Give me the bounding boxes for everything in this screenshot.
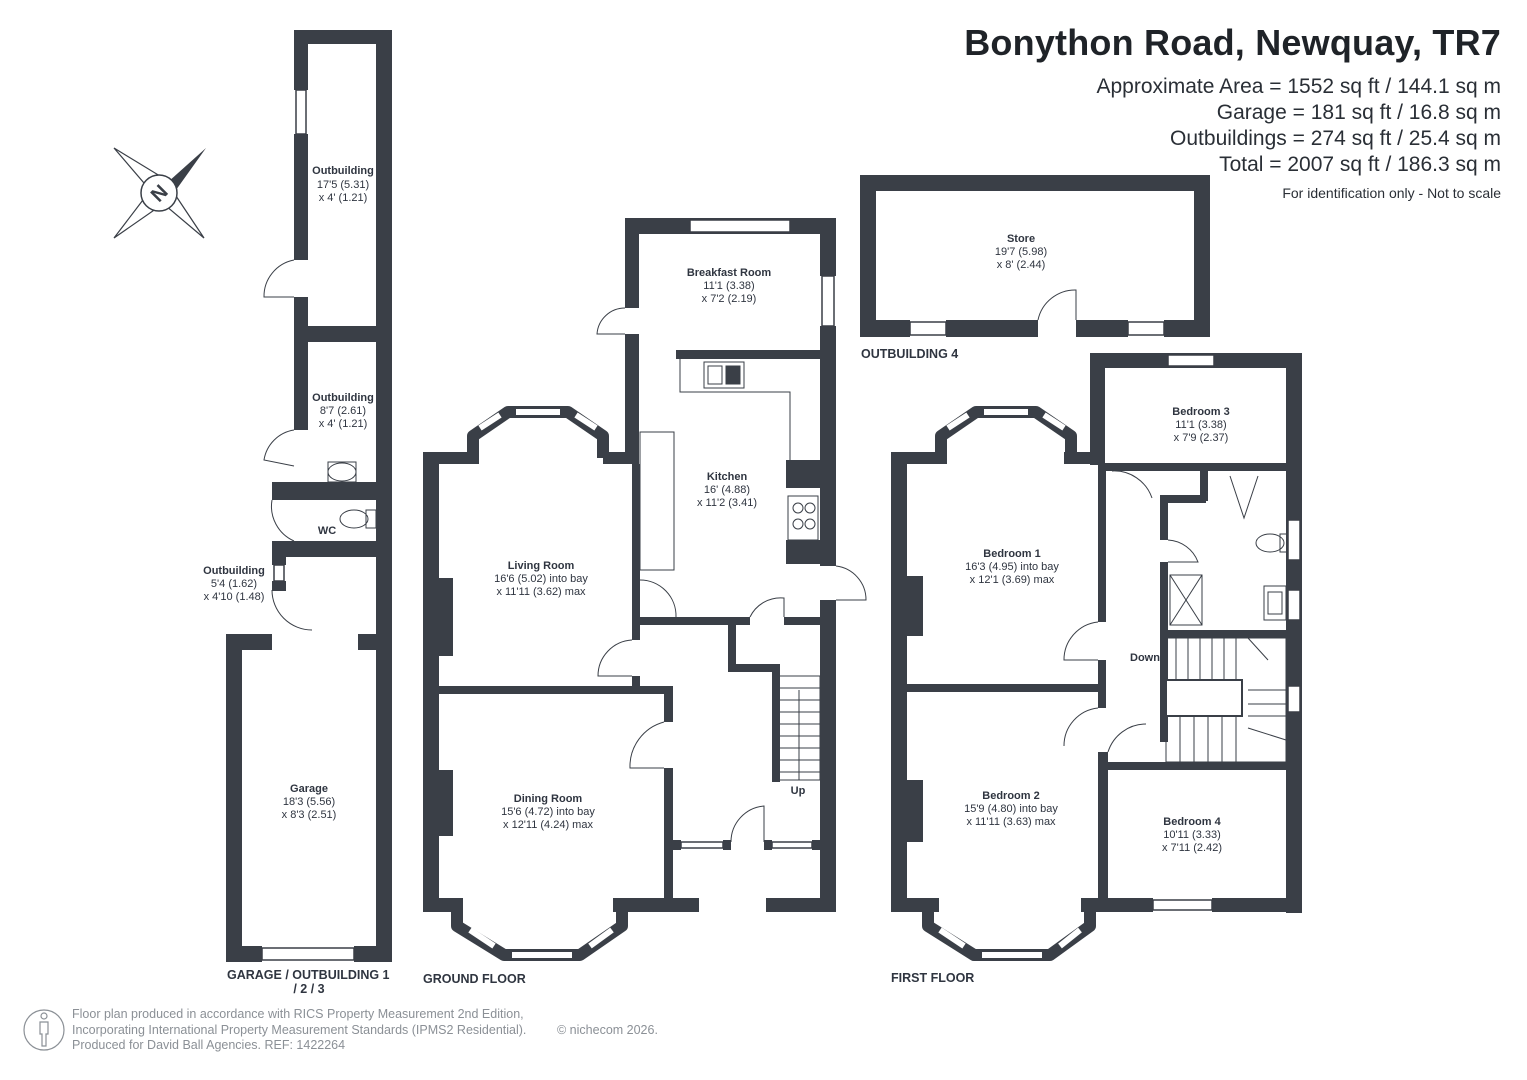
- room-dim2-outbuilding-b: x 4' (1.21): [319, 418, 368, 430]
- room-dim2-kitchen: x 11'2 (3.41): [697, 497, 757, 509]
- room-dim2-dining: x 12'11 (4.24) max: [503, 819, 593, 831]
- floor-label-garage: GARAGE / OUTBUILDING 1: [227, 968, 390, 982]
- room-name-dining: Dining Room: [514, 793, 583, 805]
- property-title: Bonython Road, Newquay, TR7: [964, 22, 1501, 63]
- room-name-outbuilding-c: Outbuilding: [203, 565, 265, 577]
- walls: [226, 30, 1302, 962]
- door-swings: [263, 259, 1259, 843]
- floor-label-first: FIRST FLOOR: [891, 971, 974, 985]
- room-dim1-outbuilding-b: 8'7 (2.61): [320, 405, 366, 417]
- total-area: Total = 2007 sq ft / 186.3 sq m: [1219, 153, 1501, 176]
- room-dim1-dining: 15'6 (4.72) into bay: [501, 806, 595, 818]
- room-name-bed3: Bedroom 3: [1172, 406, 1229, 418]
- room-dim1-breakfast: 11'1 (3.38): [703, 280, 754, 292]
- footer-line: Produced for David Ball Agencies. REF: 1…: [72, 1038, 346, 1052]
- room-name-kitchen: Kitchen: [707, 471, 748, 483]
- room-dim1-outbuilding-a: 17'5 (5.31): [317, 179, 369, 191]
- room-dim1-store: 19'7 (5.98): [995, 246, 1047, 258]
- room-dim2-bed1: x 12'1 (3.69) max: [970, 574, 1055, 586]
- room-dim2-bed4: x 7'11 (2.42): [1162, 842, 1222, 854]
- compass: N: [113, 147, 206, 239]
- bay-glazing: [468, 409, 1082, 958]
- room-dim2-breakfast: x 7'2 (2.19): [702, 293, 757, 305]
- room-name-bed1: Bedroom 1: [983, 548, 1040, 560]
- stair-label-down: Down: [1130, 652, 1160, 664]
- room-name-outbuilding-b: Outbuilding: [312, 392, 374, 404]
- room-dim1-outbuilding-c: 5'4 (1.62): [211, 578, 257, 590]
- room-dim2-garage: x 8'3 (2.51): [282, 809, 337, 821]
- windows: [261, 89, 1301, 961]
- room-dim1-garage: 18'3 (5.56): [283, 796, 335, 808]
- approximate-area: Approximate Area = 1552 sq ft / 144.1 sq…: [1096, 75, 1502, 98]
- room-dim1-bed3: 11'1 (3.38): [1175, 419, 1226, 431]
- room-dim2-outbuilding-a: x 4' (1.21): [319, 192, 368, 204]
- room-dim2-outbuilding-c: x 4'10 (1.48): [204, 591, 265, 603]
- fixtures: [327, 359, 1289, 626]
- floor-label-outbuilding4: OUTBUILDING 4: [861, 347, 958, 361]
- room-name-bed4: Bedroom 4: [1163, 816, 1221, 828]
- room-dim1-bed4: 10'11 (3.33): [1163, 829, 1221, 841]
- room-labels: Outbuilding 17'5 (5.31) x 4' (1.21) Outb…: [203, 165, 1230, 854]
- room-name-wc: WC: [318, 525, 336, 537]
- room-dim2-living: x 11'11 (3.62) max: [496, 586, 586, 598]
- stair-label-up: Up: [791, 785, 806, 797]
- room-name-outbuilding-a: Outbuilding: [312, 165, 374, 177]
- room-dim1-kitchen: 16' (4.88): [704, 484, 750, 496]
- footer-line: Incorporating International Property Mea…: [72, 1022, 527, 1037]
- room-dim1-bed2: 15'9 (4.80) into bay: [964, 803, 1058, 815]
- person-icon: [23, 1009, 65, 1051]
- room-dim1-living: 16'6 (5.02) into bay: [494, 573, 588, 585]
- room-name-breakfast: Breakfast Room: [687, 267, 772, 279]
- stairs: [777, 637, 1287, 781]
- copyright: © nichecom 2026.: [557, 1023, 658, 1037]
- room-name-garage: Garage: [290, 783, 328, 795]
- garage-area: Garage = 181 sq ft / 16.8 sq m: [1216, 101, 1501, 124]
- outbuildings-area: Outbuildings = 274 sq ft / 25.4 sq m: [1170, 127, 1501, 150]
- scale-note: For identification only - Not to scale: [1282, 185, 1501, 201]
- footer-notes: Floor plan produced in accordance with R…: [72, 1007, 526, 1054]
- room-dim2-store: x 8' (2.44): [997, 259, 1046, 271]
- floor-label-ground: GROUND FLOOR: [423, 972, 526, 986]
- room-dim2-bed2: x 11'11 (3.63) max: [966, 816, 1056, 828]
- room-dim2-bed3: x 7'9 (2.37): [1174, 432, 1229, 444]
- floor-label-garage-line2: / 2 / 3: [293, 982, 324, 996]
- floor-labels: GARAGE / OUTBUILDING 1 / 2 / 3 GROUND FL…: [227, 347, 974, 996]
- footer-line: Floor plan produced in accordance with R…: [72, 1007, 524, 1021]
- room-name-living: Living Room: [508, 560, 575, 572]
- room-name-store: Store: [1007, 233, 1035, 245]
- room-name-bed2: Bedroom 2: [982, 790, 1039, 802]
- room-dim1-bed1: 16'3 (4.95) into bay: [965, 561, 1059, 573]
